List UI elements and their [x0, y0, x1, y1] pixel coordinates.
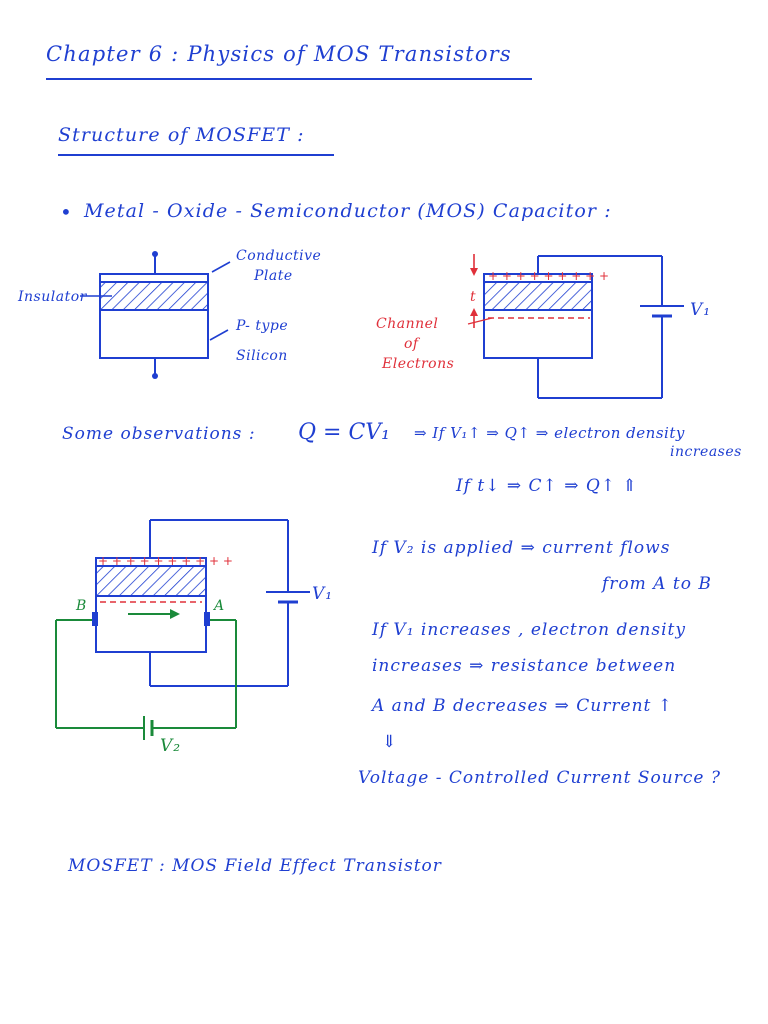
observations-equation: Q = CV₁ [298, 420, 390, 445]
conductive-plate-label-1: Conductive [236, 248, 322, 264]
channel-label-1: Channel [376, 316, 439, 332]
mos-capacitor-diagram [80, 251, 231, 379]
note-arrow: ⇓ [382, 732, 398, 752]
note-line-3: If V₁ increases , electron density [372, 620, 686, 640]
note-line-2: from A to B [602, 574, 712, 594]
svg-text:+ + + + + + + + + +: + + + + + + + + + + [98, 554, 233, 568]
ptype-label-1: P- type [236, 318, 289, 334]
insulator-label: Insulator [18, 289, 87, 305]
section-title: Structure of MOSFET : [58, 124, 305, 146]
title-underline [46, 78, 532, 80]
bullet-text: Metal - Oxide - Semiconductor (MOS) Capa… [84, 200, 612, 222]
observations-line1: ⇒ If V₁↑ ⇒ Q↑ ⇒ electron density [414, 424, 685, 442]
t-label: t [470, 289, 477, 305]
chapter-title: Chapter 6 : Physics of MOS Transistors [46, 42, 512, 66]
mos-capacitor-biased-diagram: + + + + + + + + + [467, 254, 684, 399]
ptype-label-2: Silicon [236, 348, 288, 364]
note-line-1: If V₂ is applied ⇒ current flows [372, 538, 671, 558]
fig3-v2-label: V₂ [160, 736, 182, 756]
note-line-5: A and B decreases ⇒ Current ↑ [372, 696, 673, 716]
observations-line1-cont: increases [670, 444, 742, 460]
svg-text:+ + + + + + + + +: + + + + + + + + + [488, 269, 609, 283]
note-line-6: Voltage - Controlled Current Source ? [358, 768, 721, 788]
observations-intro: Some observations : [62, 424, 256, 444]
terminal-a-label: A [214, 598, 225, 614]
conductive-plate-label-2: Plate [254, 268, 293, 284]
bullet-dot: • [60, 200, 73, 224]
footer-definition: MOSFET : MOS Field Effect Transistor [68, 856, 442, 876]
observations-line2: If t↓ ⇒ C↑ ⇒ Q↑ ⇑ [456, 476, 638, 496]
channel-label-2: of [404, 336, 419, 352]
terminal-b-label: B [76, 598, 87, 614]
fig3-v1-label: V₁ [312, 584, 334, 604]
channel-label-3: Electrons [382, 356, 455, 372]
section-underline [58, 154, 334, 156]
mosfet-circuit-diagram: + + + + + + + + + + [55, 519, 310, 740]
note-line-4: increases ⇒ resistance between [372, 656, 677, 676]
fig2-v1-label: V₁ [690, 300, 712, 320]
